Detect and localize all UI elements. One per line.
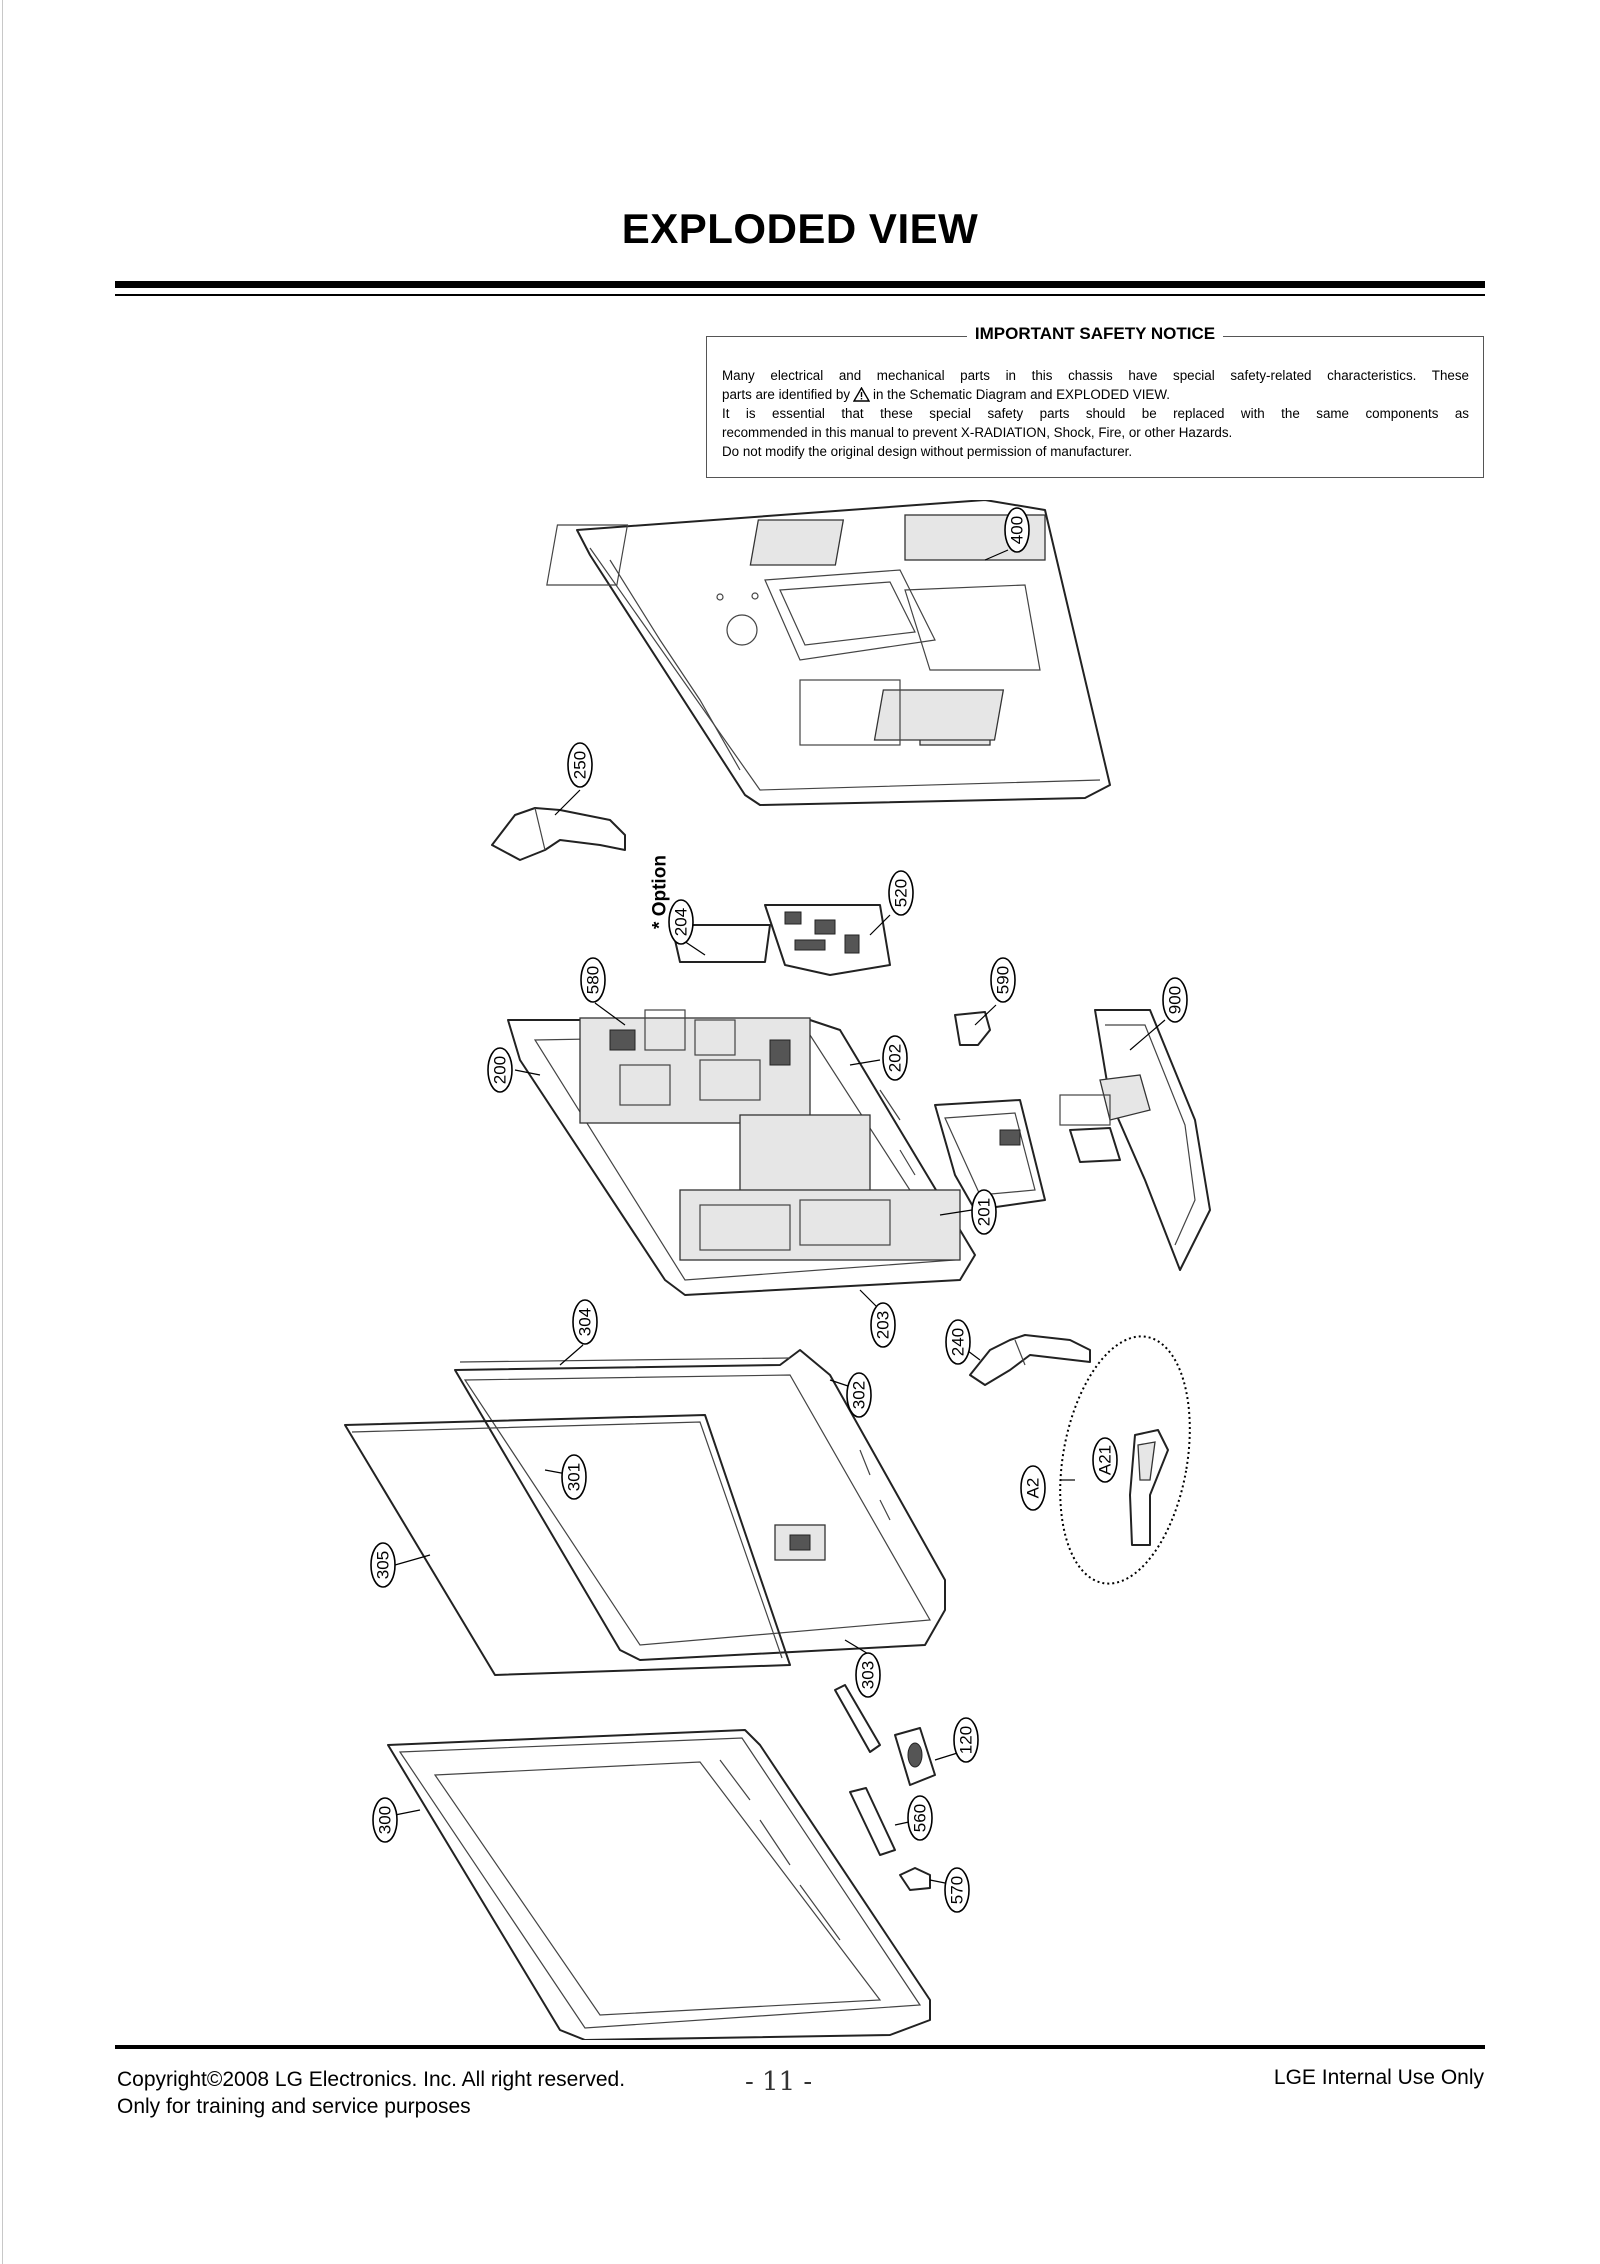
callout-a2: A2	[1020, 1465, 1046, 1511]
part-250-bracket	[491, 807, 626, 861]
svg-text:250: 250	[571, 751, 590, 779]
footer-rule	[115, 2045, 1485, 2049]
option-label: * Option	[650, 855, 671, 929]
callout-900: 900	[1162, 977, 1188, 1023]
svg-text:301: 301	[565, 1463, 584, 1491]
svg-text:204: 204	[672, 908, 691, 936]
callout-520: 520	[888, 870, 914, 916]
page-number: - 11 -	[745, 2067, 813, 2097]
purpose-text: Only for training and service purposes	[117, 2095, 471, 2118]
svg-text:303: 303	[859, 1661, 878, 1689]
part-590-connector	[954, 1011, 991, 1046]
part-580-power-board	[579, 1009, 811, 1124]
copyright-text: Copyright©2008 LG Electronics. Inc. All …	[117, 2068, 626, 2091]
part-201-stand-bracket	[934, 1094, 1121, 1211]
part-400-back-cover	[546, 500, 1111, 806]
callout-203: 203	[870, 1302, 896, 1348]
callout-301: 301	[561, 1454, 587, 1500]
callout-250: 250	[567, 742, 593, 788]
svg-text:300: 300	[376, 1806, 395, 1834]
part-305-filter-sheet	[344, 1414, 791, 1676]
warning-triangle-icon	[853, 387, 871, 402]
callout-240: 240	[945, 1319, 971, 1365]
notice-line-4: recommended in this manual to prevent X-…	[722, 425, 1233, 440]
part-900-stand	[1094, 1009, 1211, 1271]
callout-204: 204	[668, 899, 694, 945]
part-a2-detail	[1059, 1335, 1191, 1585]
svg-text:304: 304	[576, 1308, 595, 1336]
svg-text:400: 400	[1008, 516, 1027, 544]
svg-text:201: 201	[975, 1198, 994, 1226]
safety-notice-box: IMPORTANT SAFETY NOTICE Many electrical …	[706, 324, 1484, 478]
callout-570: 570	[944, 1867, 970, 1913]
notice-line-1: Many electrical and mechanical parts in …	[722, 368, 1469, 383]
part-240-bracket	[969, 1334, 1091, 1386]
part-520-board	[764, 904, 891, 976]
svg-text:302: 302	[850, 1381, 869, 1409]
callout-a21: A21	[1092, 1437, 1118, 1483]
part-560-board	[849, 1787, 896, 1856]
internal-use-text: LGE Internal Use Only	[1273, 2066, 1484, 2089]
callout-200: 200	[487, 1047, 513, 1093]
callout-400: 400	[1004, 507, 1030, 553]
svg-text:A21: A21	[1096, 1445, 1115, 1475]
svg-text:305: 305	[374, 1551, 393, 1579]
part-570-clip	[899, 1867, 931, 1891]
part-302-panel-frame	[454, 1349, 946, 1661]
svg-text:580: 580	[584, 966, 603, 994]
exploded-view-diagram: .ln { fill: none; stroke: #222; stroke-w…	[344, 500, 1211, 2040]
callout-560: 560	[907, 1795, 933, 1841]
svg-text:203: 203	[874, 1311, 893, 1339]
svg-text:590: 590	[994, 966, 1013, 994]
svg-text:560: 560	[911, 1804, 930, 1832]
svg-text:240: 240	[949, 1328, 968, 1356]
callout-202: 202	[882, 1035, 908, 1081]
callout-304: 304	[572, 1299, 598, 1345]
page-edge	[2, 0, 3, 2264]
part-303-bar	[834, 1684, 881, 1753]
callout-590: 590	[990, 957, 1016, 1003]
safety-notice-body: Many electrical and mechanical parts in …	[722, 366, 1469, 461]
part-120-speaker	[894, 1727, 936, 1786]
notice-line-5: Do not modify the original design withou…	[722, 444, 1133, 459]
callout-300: 300	[372, 1797, 398, 1843]
svg-text:A2: A2	[1024, 1478, 1043, 1499]
part-300-front-cabinet	[387, 1729, 931, 2040]
part-200-chassis	[507, 1009, 976, 1296]
callout-201: 201	[971, 1189, 997, 1235]
svg-text:200: 200	[491, 1056, 510, 1084]
safety-notice-title: IMPORTANT SAFETY NOTICE	[966, 324, 1224, 343]
page-title: EXPLODED VIEW	[621, 205, 979, 252]
callout-580: 580	[580, 957, 606, 1003]
svg-text:202: 202	[886, 1044, 905, 1072]
svg-text:120: 120	[957, 1726, 976, 1754]
title-rule-thick	[115, 281, 1485, 288]
callout-120: 120	[953, 1717, 979, 1763]
title-rule-thin	[115, 294, 1485, 296]
svg-text:900: 900	[1166, 986, 1185, 1014]
svg-text:570: 570	[948, 1876, 967, 1904]
svg-text:520: 520	[892, 879, 911, 907]
callout-305: 305	[370, 1542, 396, 1588]
notice-line-3: It is essential that these special safet…	[722, 406, 1469, 421]
callout-303: 303	[855, 1652, 881, 1698]
callout-302: 302	[846, 1372, 872, 1418]
